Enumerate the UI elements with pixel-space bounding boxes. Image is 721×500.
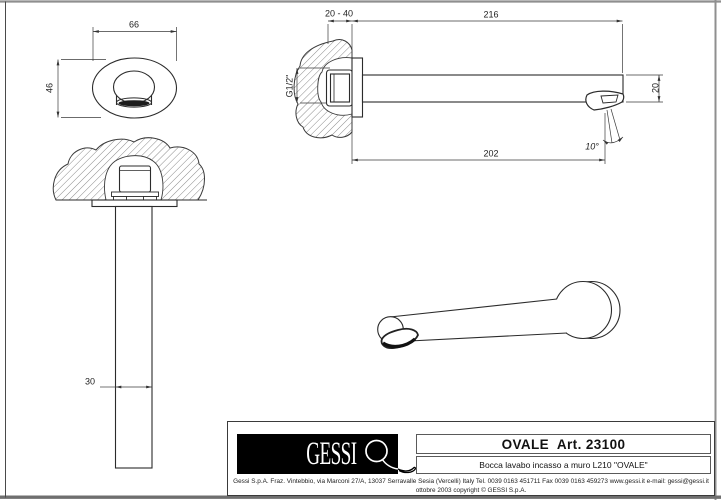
outlet-lip-shade [382,337,417,349]
dim-label-wall-range: 20 - 40 [324,8,354,19]
spout-tube-side [361,74,624,103]
dim-label-front-width: 66 [128,19,140,30]
title-block: GESSI OVALE Art. 23100 Bocca lavabo inca… [227,421,715,496]
front-view-dimensions [56,27,177,118]
front-view-drawing [56,27,178,119]
escutcheon-plan [91,199,178,208]
dim-label-outlet-angle: 10° [585,141,599,152]
product-title: OVALE Art. 23100 [501,436,626,452]
side-view-dimensions [295,19,663,164]
dim-label-projection: 202 [483,148,499,159]
perspective-view-drawing [377,280,621,350]
product-description: Bocca lavabo incasso a muro L210 "OVALE" [479,460,648,470]
gessi-logo: GESSI [237,434,358,474]
dim-label-total-length: 216 [483,9,499,20]
escutcheon-side [351,57,364,118]
company-address: Gessi S.p.A. Fraz. Vintebbio, via Marcon… [233,478,709,485]
escutcheon-outline [91,57,178,119]
dim-label-front-height: 46 [44,82,55,94]
gessi-logo-text: GESSI [306,435,358,472]
spout-mouth-shade [118,100,150,107]
dim-label-spout-width: 30 [84,376,96,387]
dim-label-outlet-height: 20 [650,82,661,94]
plan-view-drawing [52,137,207,469]
spout-tube-plan [114,205,153,469]
copyright-line: ottobre 2003 copyright © GESSI S.p.A. [415,487,527,494]
inwall-connector-plan [118,165,152,193]
outlet-tip-side [585,90,625,111]
dim-label-thread: G1/2" [284,74,295,98]
product-description-box: Bocca lavabo incasso a muro L210 "OVALE" [416,456,711,474]
gessi-q-icon [358,434,416,474]
side-view-drawing [293,19,663,164]
product-title-box: OVALE Art. 23100 [416,434,711,454]
